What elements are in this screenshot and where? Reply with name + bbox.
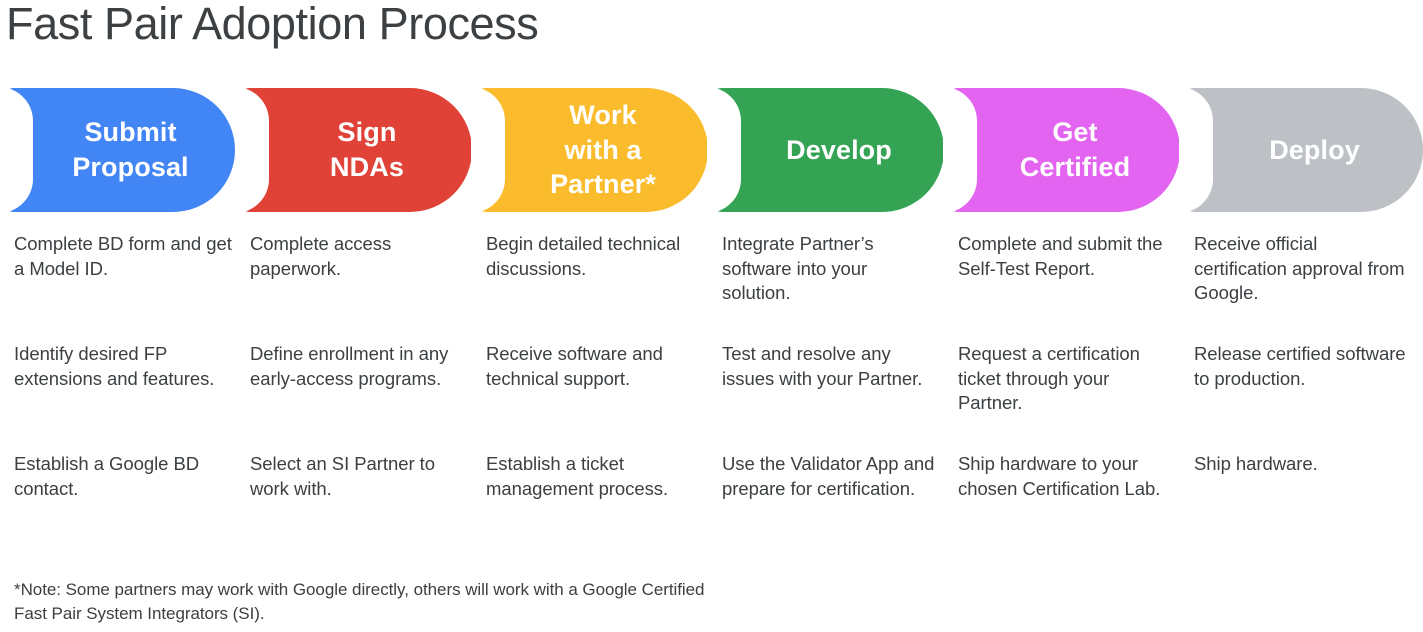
process-stage-shape [0,88,235,212]
process-stage-5[interactable]: Get Certified [943,87,1180,213]
process-stage-label: Sign NDAs [330,117,404,182]
process-stage-4[interactable]: Develop [707,87,944,213]
page-title: Fast Pair Adoption Process [6,0,539,49]
process-stage-1[interactable]: Submit Proposal [0,87,235,213]
detail-item: Test and resolve any issues with your Pa… [722,343,923,389]
detail-grid: Complete BD form and get a Model ID. Comp… [0,232,1423,562]
detail-item: Complete BD form and get a Model ID. [14,233,232,279]
detail-item: Select an SI Partner to work with. [250,453,435,499]
detail-row: Identify desired FP extensions and featu… [0,342,1423,452]
detail-item: Integrate Partner’s software into your s… [722,233,874,304]
process-stage-notch [1179,87,1213,213]
process-stage-label: Work with a Partner* [550,100,656,200]
detail-item: Identify desired FP extensions and featu… [14,343,215,389]
detail-row: Establish a Google BD contact. Select an … [0,452,1423,562]
detail-item: Request a certification ticket through y… [958,343,1140,414]
process-stage-6[interactable]: Deploy [1179,87,1423,213]
process-stage-label: Get Certified [1019,117,1131,182]
process-stage-notch [0,87,33,213]
detail-item: Ship hardware. [1194,453,1318,474]
detail-item: Complete access paperwork. [250,233,392,279]
process-stage-2[interactable]: Sign NDAs [235,87,472,213]
process-stage-shape [708,88,944,212]
process-stage-notch [707,87,741,213]
detail-item: Establish a Google BD contact. [14,453,200,499]
process-stage-shape [236,88,472,212]
detail-item: Receive software and technical support. [486,343,663,389]
detail-item: Begin detailed technical discussions. [486,233,681,279]
process-stage-3[interactable]: Work with a Partner* [471,87,708,213]
detail-item: Define enrollment in any early-access pr… [250,343,449,389]
detail-item: Complete and submit the Self-Test Report… [958,233,1163,279]
process-stage-label: Deploy [1269,134,1360,165]
process-stage-notch [943,87,977,213]
detail-item: Release certified software to production… [1194,343,1406,389]
process-stage-strip: Submit Proposal Sign NDAs Work with a Part… [0,87,1423,213]
process-stage-label: Develop [786,134,892,165]
detail-item: Ship hardware to your chosen Certificati… [958,453,1161,499]
footnote: *Note: Some partners may work with Googl… [14,580,705,624]
detail-item: Use the Validator App and prepare for ce… [722,453,935,499]
process-stage-notch [235,87,269,213]
process-stage-shape [472,88,708,212]
detail-row: Complete BD form and get a Model ID. Comp… [0,232,1423,342]
process-stage-shape [944,88,1180,212]
process-stage-label: Submit Proposal [72,117,189,182]
detail-item: Establish a ticket management process. [486,453,669,499]
process-stage-notch [471,87,505,213]
process-stage-shape [1180,88,1423,212]
detail-item: Receive official certification approval … [1194,233,1405,304]
